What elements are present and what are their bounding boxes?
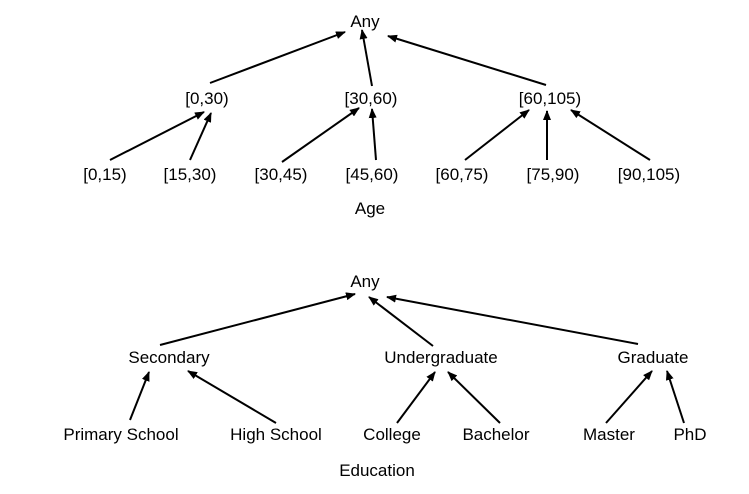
edge-age-0-15-to-0-30 <box>109 111 205 161</box>
edge-secondary-to-any <box>159 292 356 346</box>
age-root-node: Any <box>350 12 380 31</box>
education-node-college: College <box>363 425 421 444</box>
edge-high-school-to-secondary <box>187 370 277 424</box>
edge-master-to-graduate <box>605 370 653 424</box>
education-node-undergraduate: Undergraduate <box>384 348 497 367</box>
edge-age-60-75-to-60-105 <box>464 109 530 161</box>
age-node-75-90: [75,90) <box>527 165 580 184</box>
education-node-phd: PhD <box>673 425 706 444</box>
age-node-90-105: [90,105) <box>618 165 680 184</box>
age-tree-caption: Age <box>355 199 385 218</box>
age-node-45-60: [45,60) <box>346 165 399 184</box>
edge-age-15-30-to-0-30 <box>189 112 212 161</box>
age-node-60-105: [60,105) <box>519 89 581 108</box>
age-node-15-30: [15,30) <box>164 165 217 184</box>
education-node-graduate: Graduate <box>618 348 689 367</box>
edge-age-45-60-to-30-60 <box>368 108 377 161</box>
age-node-0-30: [0,30) <box>185 89 228 108</box>
education-root-node: Any <box>350 272 380 291</box>
edge-age-60-105-to-any <box>387 34 547 86</box>
edge-age-30-60-to-any <box>359 29 373 87</box>
edge-age-30-45-to-30-60 <box>281 107 360 163</box>
age-node-0-15: [0,15) <box>83 165 126 184</box>
education-node-bachelor: Bachelor <box>462 425 529 444</box>
education-node-high-school: High School <box>230 425 322 444</box>
edge-primary-school-to-secondary <box>129 371 150 421</box>
edge-bachelor-to-undergraduate <box>447 371 501 424</box>
age-node-30-45: [30,45) <box>255 165 308 184</box>
education-node-secondary: Secondary <box>128 348 210 367</box>
edge-age-90-105-to-60-105 <box>570 109 651 161</box>
age-tree-nodes: Any [0,30) [30,60) [60,105) [0,15) [15,3… <box>83 12 680 218</box>
edge-undergraduate-to-any <box>368 296 434 347</box>
education-node-master: Master <box>583 425 635 444</box>
education-tree-caption: Education <box>339 461 415 480</box>
education-node-primary-school: Primary School <box>63 425 178 444</box>
edge-phd-to-graduate <box>665 370 685 424</box>
age-tree-edges <box>109 29 651 163</box>
education-tree-nodes: Any Secondary Undergraduate Graduate Pri… <box>63 272 706 480</box>
edge-college-to-undergraduate <box>396 371 436 424</box>
edge-age-0-30-to-any <box>209 31 346 84</box>
age-node-60-75: [60,75) <box>436 165 489 184</box>
education-tree-edges <box>129 292 685 424</box>
edge-graduate-to-any <box>386 294 639 345</box>
age-node-30-60: [30,60) <box>345 89 398 108</box>
